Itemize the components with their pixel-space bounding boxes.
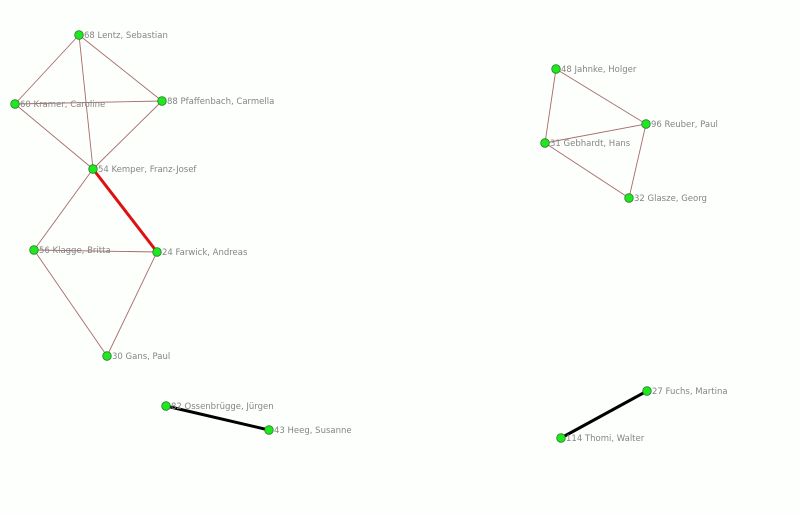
node-marker[interactable]: [556, 433, 566, 443]
node-label: 43 Heeg, Susanne: [274, 426, 352, 436]
node-marker[interactable]: [161, 401, 171, 411]
edge-68-60: [14, 34, 80, 105]
edge-60-54: [14, 103, 94, 170]
node-68[interactable]: 68 Lentz, Sebastian: [74, 30, 168, 41]
node-56[interactable]: 56 Klagge, Britta: [29, 245, 111, 256]
node-label: 56 Klagge, Britta: [39, 246, 111, 256]
edges-layer: [14, 34, 648, 440]
node-marker[interactable]: [641, 119, 651, 129]
edge-31-32: [544, 142, 630, 199]
node-label: 48 Jahnke, Holger: [561, 65, 637, 75]
node-27[interactable]: 27 Fuchs, Martina: [642, 386, 728, 397]
edge-56-24: [33, 249, 158, 253]
node-marker[interactable]: [152, 247, 162, 257]
node-88[interactable]: 88 Pfaffenbach, Carmella: [157, 96, 275, 107]
node-54[interactable]: 54 Kemper, Franz-Josef: [88, 164, 198, 175]
node-31[interactable]: 31 Gebhardt, Hans: [540, 138, 631, 149]
node-label: 82 Ossenbrügge, Jürgen: [171, 402, 274, 412]
node-60[interactable]: 60 Kramer, Caroline: [10, 99, 106, 110]
node-label: 27 Fuchs, Martina: [652, 387, 728, 397]
edge-24-30: [106, 251, 158, 357]
edge-60-88: [14, 100, 163, 105]
node-marker[interactable]: [551, 64, 561, 74]
edge-56-30: [33, 249, 108, 357]
node-32[interactable]: 32 Glasze, Georg: [624, 193, 707, 204]
node-label: 60 Kramer, Caroline: [20, 100, 105, 110]
node-marker[interactable]: [157, 96, 167, 106]
node-marker[interactable]: [88, 164, 98, 174]
node-30[interactable]: 30 Gans, Paul: [102, 351, 171, 362]
node-114[interactable]: 114 Thomi, Walter: [556, 433, 645, 444]
node-label: 30 Gans, Paul: [112, 352, 170, 362]
node-marker[interactable]: [264, 425, 274, 435]
edge-68-88: [78, 34, 163, 102]
node-label: 68 Lentz, Sebastian: [84, 31, 168, 41]
edge-68-54: [78, 34, 94, 170]
node-label: 24 Farwick, Andreas: [162, 248, 248, 258]
node-marker[interactable]: [624, 193, 634, 203]
node-marker[interactable]: [642, 386, 652, 396]
edge-88-54: [92, 100, 163, 170]
edge-27-114: [560, 389, 648, 440]
node-label: 96 Reuber, Paul: [651, 120, 718, 130]
nodes-layer: 68 Lentz, Sebastian 60 Kramer, Caroline 88…: [10, 30, 728, 444]
node-marker[interactable]: [102, 351, 112, 361]
node-marker[interactable]: [29, 245, 39, 255]
node-96[interactable]: 96 Reuber, Paul: [641, 119, 718, 130]
node-label: 54 Kemper, Franz-Josef: [98, 165, 197, 175]
node-marker[interactable]: [74, 30, 84, 40]
node-marker[interactable]: [10, 99, 20, 109]
edge-54-56: [33, 168, 94, 251]
node-label: 88 Pfaffenbach, Carmella: [167, 97, 274, 107]
node-marker[interactable]: [540, 138, 550, 148]
edge-31-96: [544, 123, 647, 144]
edge-48-96: [555, 68, 647, 125]
node-label: 114 Thomi, Walter: [566, 434, 645, 444]
node-label: 31 Gebhardt, Hans: [550, 139, 631, 149]
edge-54-24: [91, 168, 159, 253]
edge-48-31: [544, 68, 557, 144]
node-43[interactable]: 43 Heeg, Susanne: [264, 425, 352, 436]
node-label: 32 Glasze, Georg: [634, 194, 707, 204]
node-82[interactable]: 82 Ossenbrügge, Jürgen: [161, 401, 274, 412]
node-48[interactable]: 48 Jahnke, Holger: [551, 64, 637, 75]
node-24[interactable]: 24 Farwick, Andreas: [152, 247, 248, 258]
edge-96-32: [628, 123, 647, 199]
edge-82-43: [165, 404, 270, 432]
